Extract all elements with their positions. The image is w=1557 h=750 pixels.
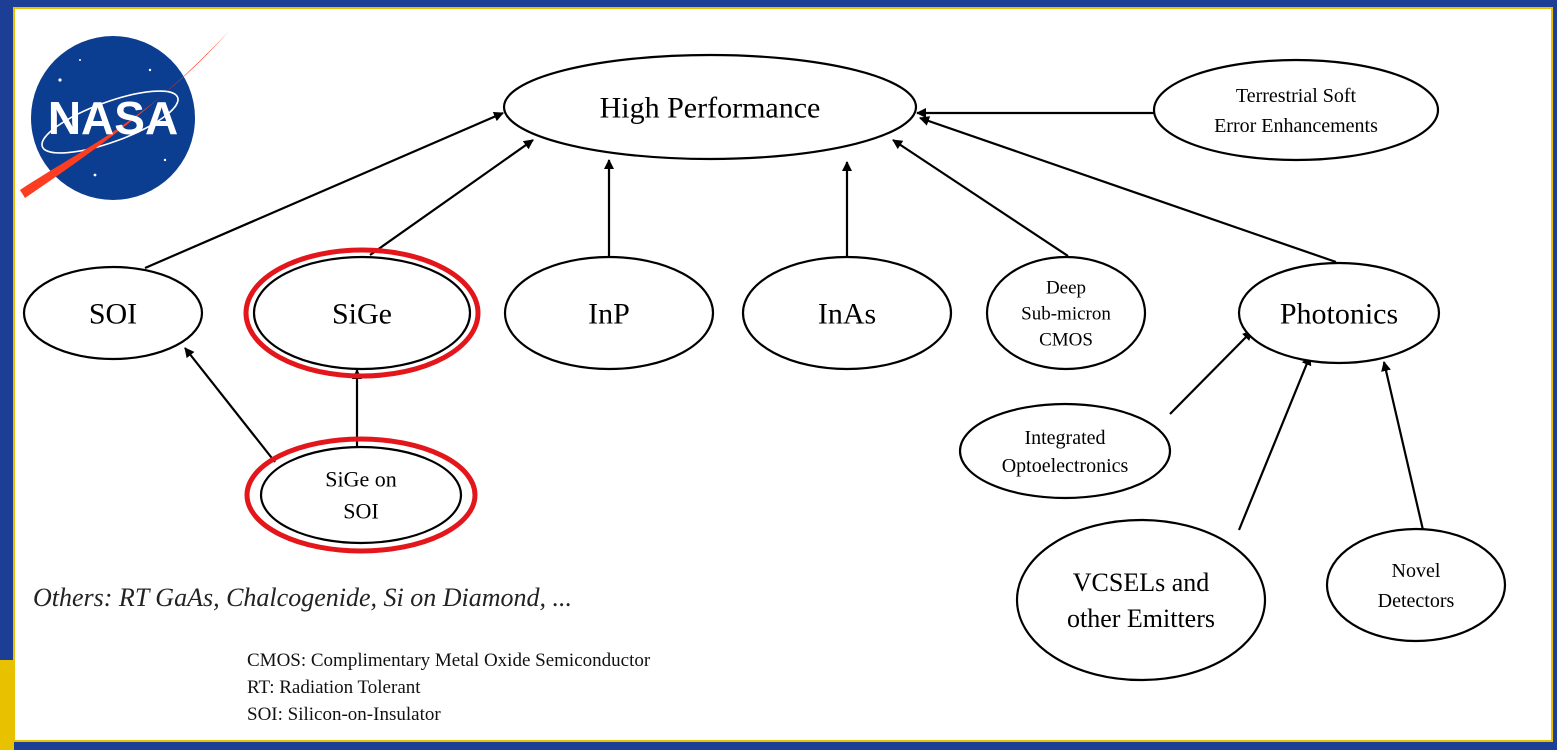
node-ellipse (1152, 58, 1440, 162)
glossary-item-soi: SOI: Silicon-on-Insulator (247, 704, 441, 725)
left-accent-bar (0, 660, 14, 750)
node-sige-on-soi: SiGe on SOI (259, 445, 463, 545)
node-vcsels: VCSELs and other Emitters (1015, 518, 1267, 682)
node-label: Integrated (1024, 427, 1105, 449)
node-label: CMOS (1039, 330, 1093, 351)
node-label: InAs (818, 298, 876, 331)
node-label: SiGe (332, 298, 392, 331)
glossary-item-cmos: CMOS: Complimentary Metal Oxide Semicond… (247, 650, 651, 671)
node-ellipse (252, 255, 472, 371)
edges-layer (144, 108, 1425, 531)
node-ellipse (1015, 518, 1267, 682)
glossary: CMOS: Complimentary Metal Oxide Semicond… (247, 647, 650, 728)
glossary-item-rt: RT: Radiation Tolerant (247, 677, 421, 698)
node-label: other Emitters (1067, 604, 1215, 633)
node-ellipse (985, 255, 1147, 371)
node-ellipse (259, 445, 463, 545)
nasa-logo: NASA (20, 30, 230, 200)
node-ellipse (503, 255, 715, 371)
node-ellipse (1237, 261, 1441, 365)
node-label: Terrestrial Soft (1236, 85, 1357, 107)
node-ellipse (741, 255, 953, 371)
node-label: Deep (1046, 278, 1086, 299)
node-soi: SOI (22, 265, 204, 361)
node-label: Optoelectronics (1002, 455, 1129, 477)
edge-deep-submicron-to-high-performance (892, 139, 1069, 257)
edge-sige-on-soi-to-soi (184, 347, 276, 463)
node-ellipse (1325, 527, 1507, 643)
edge-vcsels-to-photonics (1237, 355, 1312, 531)
node-label: Error Enhancements (1214, 115, 1378, 137)
node-inas: InAs (741, 255, 953, 371)
node-ellipse (958, 402, 1172, 500)
node-label: SOI (343, 499, 378, 524)
node-label: SOI (89, 298, 137, 331)
node-label: VCSELs and (1073, 568, 1210, 597)
edge-sige-to-high-performance (369, 139, 534, 256)
node-ellipse (502, 53, 918, 161)
node-label: Sub-micron (1021, 304, 1111, 325)
node-label: Detectors (1378, 590, 1455, 612)
node-sige: SiGe (252, 255, 472, 371)
edge-soi-to-high-performance (144, 111, 504, 270)
node-photonics: Photonics (1237, 261, 1441, 365)
node-inp: InP (503, 255, 715, 371)
highlight-layer (243, 247, 481, 554)
node-ellipse (22, 265, 204, 361)
edge-novel-detectors-to-photonics (1381, 361, 1425, 531)
node-label: High Performance (600, 92, 821, 125)
nasa-logo-text: NASA (48, 92, 178, 144)
node-label: Novel (1392, 560, 1441, 582)
highlight-ring-sige-on-soi (244, 436, 478, 554)
highlight-ring-sige (243, 247, 481, 379)
edge-photonics-to-high-performance (919, 116, 1337, 264)
node-label: Photonics (1280, 298, 1398, 331)
node-high-performance: High Performance (502, 53, 918, 161)
edge-integrated-opto-to-photonics (1169, 330, 1253, 415)
others-note: Others: RT GaAs, Chalcogenide, Si on Dia… (33, 583, 572, 612)
node-label: InP (588, 298, 630, 331)
node-label: SiGe on (325, 467, 397, 492)
